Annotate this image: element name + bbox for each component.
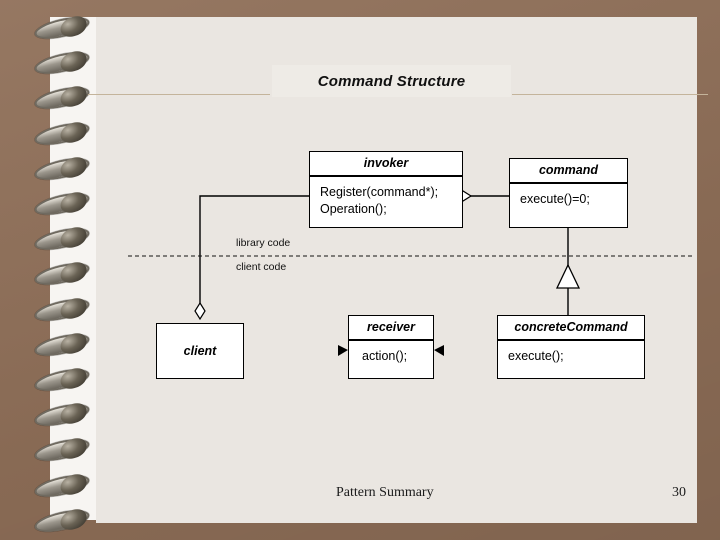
uml-class-invoker[interactable]: invoker Register(command*); Operation();: [309, 151, 463, 228]
uml-member: execute();: [508, 348, 564, 363]
uml-compartment-divider: [310, 175, 462, 177]
uml-class-invoker-name: invoker: [363, 156, 409, 170]
slide-page: [96, 17, 697, 523]
uml-member: action();: [362, 348, 408, 363]
uml-class-command[interactable]: command execute()=0;: [509, 158, 628, 228]
uml-member: Register(command*);: [320, 184, 439, 199]
hollow-triangle-icon: [555, 263, 581, 289]
uml-class-invoker-members: Register(command*); Operation();: [310, 177, 462, 218]
uml-class-receiver-name: receiver: [367, 320, 415, 334]
uml-class-concretecommand-name: concreteCommand: [514, 320, 628, 334]
uml-class-command-name: command: [538, 163, 599, 177]
library-code-label: library code: [236, 237, 291, 249]
uml-compartment-divider: [510, 182, 627, 184]
filled-arrow-icon: [434, 345, 444, 356]
open-diamond-icon: [194, 301, 206, 321]
uml-class-concretecommand-members: execute();: [498, 341, 644, 365]
filled-arrow-icon: [338, 345, 348, 356]
uml-class-concretecommand[interactable]: concreteCommand execute();: [497, 315, 645, 379]
uml-class-receiver-members: action();: [349, 341, 433, 365]
uml-class-client-name: client: [183, 344, 217, 358]
uml-compartment-divider: [349, 339, 433, 341]
connector-invoker-client: [199, 195, 309, 305]
uml-compartment-divider: [498, 339, 644, 341]
title-rule-right: [512, 94, 708, 95]
uml-class-client[interactable]: client: [156, 323, 244, 379]
title-rule-left: [88, 94, 270, 95]
client-code-label: client code: [236, 261, 287, 273]
uml-member: execute()=0;: [520, 191, 590, 206]
footer-section-label: Pattern Summary: [336, 485, 434, 500]
page-title: Command Structure: [317, 72, 466, 90]
uml-class-receiver[interactable]: receiver action();: [348, 315, 434, 379]
slide-number: 30: [672, 485, 686, 500]
slide-title-box: Command Structure: [272, 65, 511, 97]
uml-class-command-members: execute()=0;: [510, 184, 627, 208]
uml-member: Operation();: [320, 201, 387, 216]
